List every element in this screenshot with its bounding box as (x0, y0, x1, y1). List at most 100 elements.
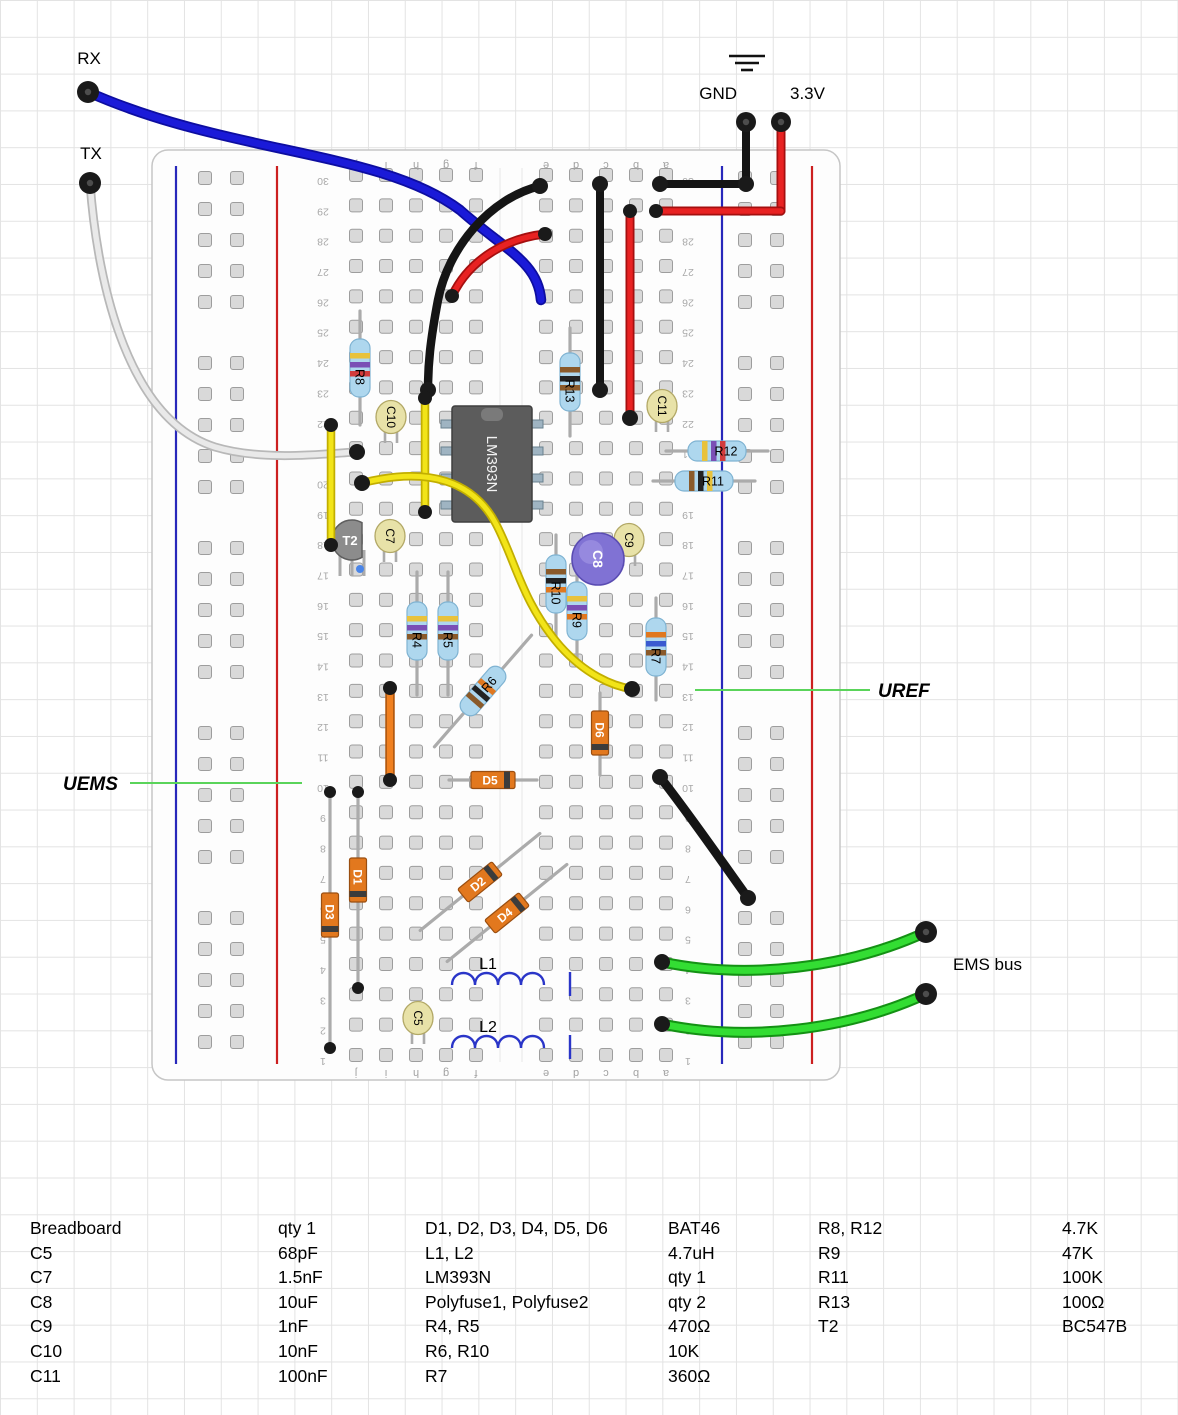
inductor-l2: L2 (450, 1019, 572, 1059)
svg-text:26: 26 (682, 296, 694, 308)
resistor-r4: R4 (406, 601, 428, 661)
svg-text:29: 29 (317, 205, 329, 217)
svg-text:d: d (573, 159, 579, 171)
resistor-label: R7 (649, 648, 663, 664)
diode-label: D6 (593, 722, 607, 738)
svg-text:19: 19 (682, 509, 694, 521)
resistor-r6: R6 (459, 665, 507, 717)
part-name: R9 (818, 1242, 841, 1263)
cap-c5: C5 (402, 1000, 434, 1044)
connection-dot (652, 176, 668, 192)
part-name: L1, L2 (425, 1242, 474, 1263)
svg-text:16: 16 (317, 600, 329, 612)
transistor-label: T2 (342, 533, 357, 548)
part-name: C5 (30, 1242, 53, 1263)
svg-text:22: 22 (317, 418, 329, 430)
part-value: qty 2 (668, 1291, 706, 1312)
connection-dot (654, 954, 670, 970)
part-name: C10 (30, 1340, 63, 1361)
resistor-r12: R12 (687, 440, 747, 462)
connection-dot (383, 681, 397, 695)
svg-text:9: 9 (320, 812, 326, 824)
connection-dot (324, 1042, 336, 1054)
svg-text:25: 25 (317, 327, 329, 339)
svg-text:d: d (573, 1067, 579, 1079)
svg-text:i: i (385, 1067, 387, 1079)
connection-dot (418, 505, 432, 519)
part-value: 470Ω (668, 1316, 711, 1337)
parts-list-row: LM393N qty 1 (425, 1265, 720, 1290)
svg-text:15: 15 (682, 630, 694, 642)
resistor-label: R10 (549, 582, 563, 605)
svg-text:1: 1 (320, 1055, 326, 1067)
label-uref: UREF (878, 681, 931, 702)
resistor-label: R5 (441, 632, 455, 648)
svg-text:3: 3 (320, 994, 326, 1006)
inductor-label: L1 (479, 956, 497, 973)
svg-text:6: 6 (685, 903, 691, 915)
part-name: R6, R10 (425, 1340, 490, 1361)
svg-text:23: 23 (317, 387, 329, 399)
resistor-r7: R7 (645, 617, 667, 677)
part-name: R8, R12 (818, 1218, 883, 1238)
part-name: C9 (30, 1316, 53, 1337)
svg-text:25: 25 (682, 327, 694, 339)
connection-dot (592, 382, 608, 398)
diode-label: D1 (351, 869, 365, 885)
connection-dot (354, 475, 370, 491)
svg-text:23: 23 (682, 387, 694, 399)
svg-text:14: 14 (682, 661, 694, 673)
svg-text:4: 4 (320, 964, 326, 976)
parts-list-row: C7 1.5nF (30, 1265, 328, 1290)
svg-text:g: g (443, 159, 449, 171)
svg-text:3: 3 (685, 994, 691, 1006)
svg-text:h: h (413, 1067, 419, 1079)
svg-text:26: 26 (317, 296, 329, 308)
svg-text:24: 24 (682, 357, 694, 369)
svg-text:13: 13 (682, 691, 694, 703)
svg-text:g: g (443, 1067, 449, 1079)
connection-dot (324, 538, 338, 552)
part-name: LM393N (425, 1267, 492, 1288)
resistor-r9: R9 (566, 581, 588, 641)
connection-dot (654, 1016, 670, 1032)
connection-dot (352, 786, 364, 798)
cap-label: C10 (384, 406, 398, 428)
svg-text:7: 7 (685, 873, 691, 885)
label-rx: RX (77, 49, 101, 68)
svg-text:15: 15 (317, 630, 329, 642)
svg-text:11: 11 (317, 752, 328, 764)
diode-d3: D3 (320, 892, 340, 938)
svg-text:11: 11 (682, 752, 693, 764)
svg-text:20: 20 (317, 478, 329, 490)
ic-label: LM393N (483, 436, 500, 493)
part-value: 100Ω (1062, 1291, 1105, 1312)
part-value: 10K (668, 1340, 700, 1361)
part-value: 1.5nF (278, 1267, 323, 1288)
svg-text:5: 5 (320, 934, 326, 946)
connection-dot (445, 289, 459, 303)
part-value: 100nF (278, 1365, 328, 1386)
cap-c7: C7 (374, 518, 406, 562)
svg-text:27: 27 (682, 266, 694, 278)
part-value: 10uF (278, 1291, 318, 1312)
part-name: C7 (30, 1267, 53, 1288)
diode-label: D5 (482, 774, 498, 788)
part-value: qty 1 (668, 1267, 706, 1288)
part-value: BAT46 (668, 1218, 721, 1238)
label-tx: TX (80, 144, 102, 163)
diode-d4: D4 (484, 892, 530, 934)
svg-text:10: 10 (317, 782, 329, 794)
svg-text:14: 14 (317, 661, 329, 673)
svg-text:8: 8 (320, 843, 326, 855)
